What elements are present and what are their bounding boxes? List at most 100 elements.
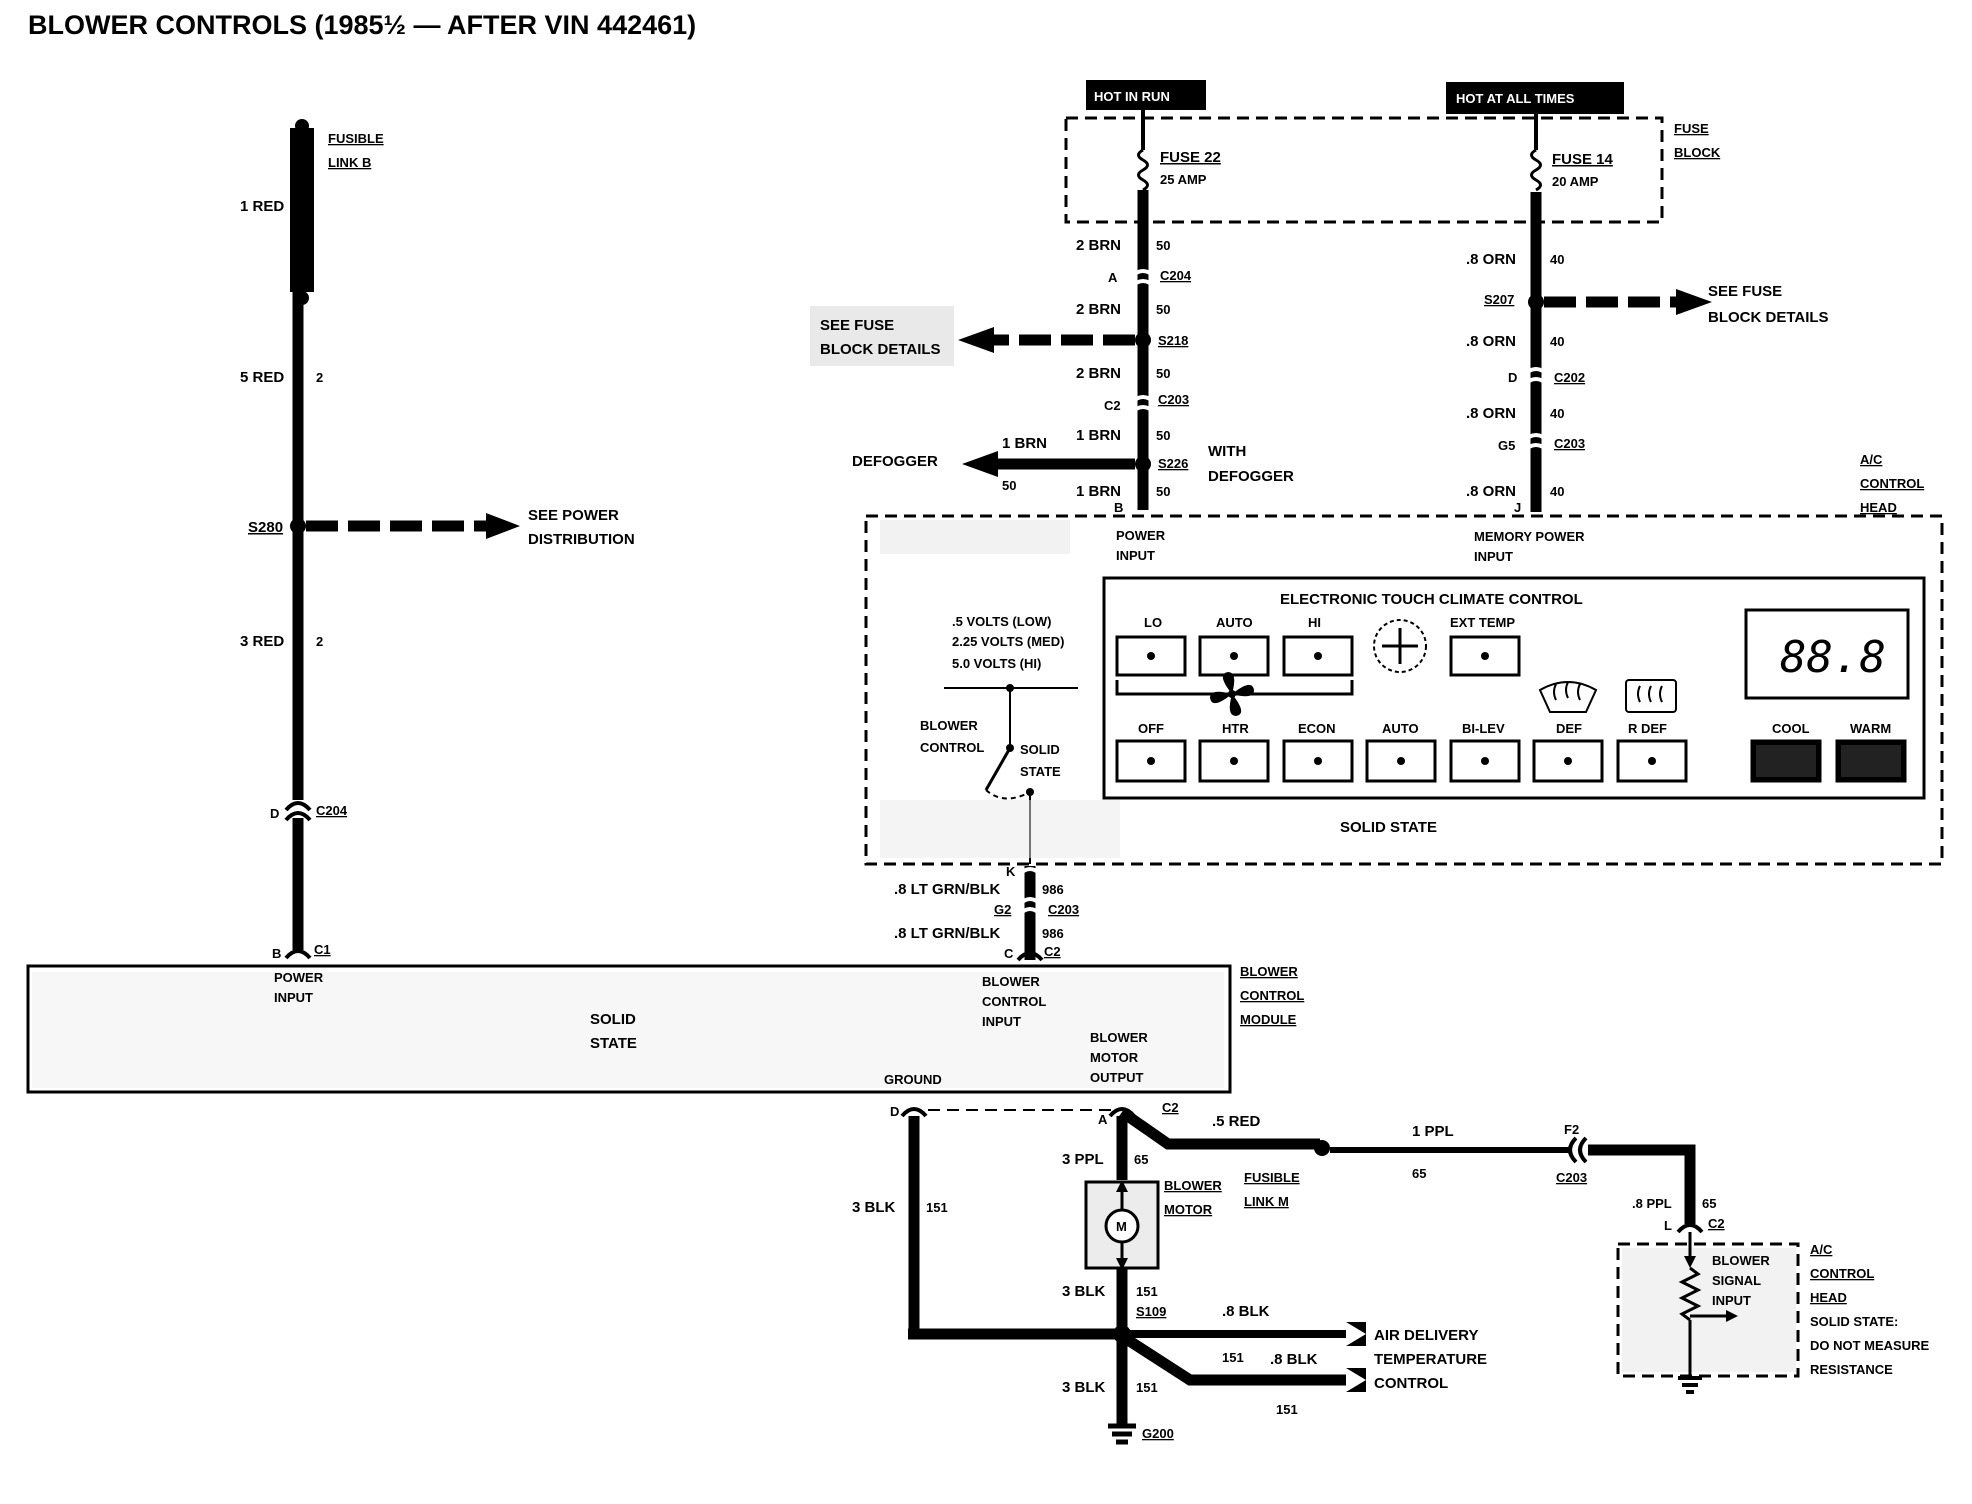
circuit-2-a: 2 [316, 370, 323, 385]
connector-l [1676, 1223, 1704, 1234]
splice-s218-label: S218 [1158, 333, 1188, 348]
button-econ-dot [1314, 757, 1322, 765]
gnd-s109: S109 [1136, 1304, 1166, 1319]
orn-c1: 40 [1550, 252, 1564, 267]
fuse22-amp: 25 AMP [1160, 172, 1207, 187]
etcc-panel [1102, 576, 1926, 800]
connector-c203-brn [1128, 395, 1158, 416]
ext-temp-label: EXT TEMP [1450, 615, 1515, 630]
brn-c5: 50 [1156, 484, 1170, 499]
brn-pin-b: B [1114, 500, 1123, 515]
connector-d [900, 1107, 928, 1118]
etcc-top-buttons: LO AUTO HI [1115, 615, 1354, 677]
btn-econ-label: ECON [1298, 721, 1336, 736]
ac-head-label-2: CONTROL [1860, 476, 1924, 491]
brn-c3: 50 [1156, 366, 1170, 381]
out-ppl8-c: 65 [1702, 1196, 1716, 1211]
see-fuse-right-1: SEE FUSE [1708, 283, 1782, 300]
hot-in-run-label: HOT IN RUN [1094, 89, 1170, 104]
temp-display-value: 88.8 [1780, 632, 1886, 683]
signal-head-box [1616, 1242, 1800, 1378]
fuse-block-box [1064, 116, 1664, 224]
volts-low: .5 VOLTS (LOW) [952, 614, 1051, 629]
out-c203: C203 [1556, 1170, 1587, 1185]
module-power-1: POWER [274, 970, 324, 985]
connector-k [1016, 867, 1044, 878]
gnd-c151b: 151 [1276, 1402, 1298, 1417]
temp-plus-icon[interactable] [1373, 619, 1427, 673]
orn-w3: .8 ORN [1466, 405, 1516, 422]
splice-s207 [1528, 294, 1544, 310]
brn-c4: 50 [1156, 428, 1170, 443]
with-defogger-2: DEFOGGER [1208, 468, 1294, 485]
lt-grn-c2-conn: C2 [1044, 944, 1061, 959]
splice-s109 [1113, 1325, 1131, 1343]
brn-c204: C204 [1160, 268, 1192, 283]
fusible-link-m-2: LINK M [1244, 1194, 1289, 1209]
brn-c203: C203 [1158, 392, 1189, 407]
arrow-see-fuse-left-head [958, 327, 994, 353]
gnd-g200: G200 [1142, 1426, 1174, 1441]
warm-label: WARM [1850, 721, 1891, 736]
gnd-blk-left-c: 151 [926, 1200, 948, 1215]
fuse14-name: FUSE 14 [1552, 151, 1614, 168]
btn-def-label: DEF [1556, 721, 1582, 736]
connector-c203-orn [1521, 433, 1551, 454]
splice-s280 [290, 518, 306, 534]
connector-c2-grn [1016, 951, 1044, 962]
button-cool-inner [1756, 745, 1816, 777]
memory-input-2: INPUT [1474, 549, 1513, 564]
ac-control-head-box [864, 514, 1944, 866]
lt-grn-pin-k: K [1006, 864, 1016, 879]
lt-grn-w1: .8 LT GRN/BLK [894, 881, 1001, 898]
fuse14-icon [1530, 148, 1542, 192]
solid-state-head: SOLID STATE [1340, 819, 1437, 836]
button-r-def-dot [1648, 757, 1656, 765]
connector-c202 [1521, 367, 1551, 388]
out-c-ppl: 65 [1134, 1152, 1148, 1167]
wire-label-1-red: 1 RED [240, 198, 284, 215]
hot-at-all-times-badge [1446, 82, 1624, 114]
wire-label-3-red: 3 RED [240, 633, 284, 650]
button-auto-top[interactable] [1198, 635, 1270, 677]
brn-c203-pin: C2 [1104, 398, 1121, 413]
etcc-bottom-buttons: OFF HTR ECON AUTO BI-LEV DEF R DEF [1115, 721, 1688, 783]
page-title: BLOWER CONTROLS (1985½ — AFTER VIN 44246… [28, 10, 696, 40]
air-delivery-arrow-1 [1346, 1322, 1366, 1346]
hot-at-all-times-label: HOT AT ALL TIMES [1456, 91, 1575, 106]
signal-input-1: BLOWER [1712, 1253, 1770, 1268]
button-def[interactable] [1532, 739, 1604, 783]
module-bci-2: CONTROL [982, 994, 1046, 1009]
btn-rdef-label: R DEF [1628, 721, 1667, 736]
module-bci-1: BLOWER [982, 974, 1040, 989]
out-c2: C2 [1162, 1100, 1179, 1115]
gnd-blk-mid-c: 151 [1136, 1284, 1158, 1299]
fusible-link-b-label-2: LINK B [328, 155, 371, 170]
connector-c203-grn [1016, 897, 1044, 918]
arrow-see-power-head [486, 513, 520, 539]
see-fuse-left-stipple [810, 306, 954, 366]
module-bmo-3: OUTPUT [1090, 1070, 1144, 1085]
brn-w2: 2 BRN [1076, 301, 1121, 318]
button-bi-lev-dot [1481, 757, 1489, 765]
gnd-blk-mid: 3 BLK [1062, 1283, 1106, 1300]
see-power-2: DISTRIBUTION [528, 531, 635, 548]
circuit-2-b: 2 [316, 634, 323, 649]
brn-c2: 50 [1156, 302, 1170, 317]
wire-label-5-red: 5 RED [240, 369, 284, 386]
module-ss-1: SOLID [590, 1011, 636, 1028]
ac-note-1: A/C [1810, 1242, 1833, 1257]
signal-head-stipple [1622, 1248, 1796, 1372]
module-name-3: MODULE [1240, 1012, 1297, 1027]
c204-left-label: C204 [316, 803, 348, 818]
out-pin-a: A [1098, 1112, 1108, 1127]
fuse-block-label-1: FUSE [1674, 121, 1709, 136]
btn-bilev-label: BI-LEV [1462, 721, 1505, 736]
rear-defrost-icon [1625, 679, 1677, 713]
lt-grn-pin-c: C [1004, 946, 1014, 961]
ac-head-label-1: A/C [1860, 452, 1883, 467]
arrow-defogger-head [962, 451, 998, 477]
arrow-see-fuse-right-head [1676, 289, 1712, 315]
see-power-1: SEE POWER [528, 507, 619, 524]
